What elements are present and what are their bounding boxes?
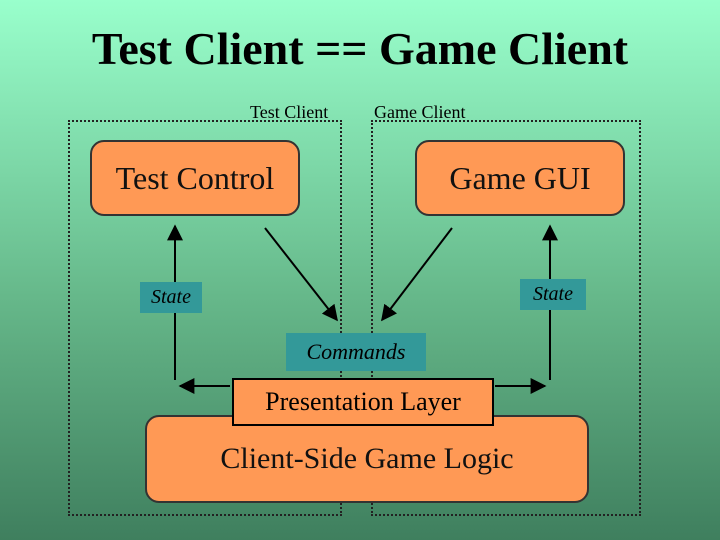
game-client-region-label: Game Client [374, 102, 466, 122]
commands-label: Commands [286, 333, 426, 371]
client-logic-box: Client-Side Game Logic [145, 415, 589, 503]
left-command-arrow [264, 227, 338, 322]
test-client-region [68, 120, 342, 516]
test-client-region-label: Test Client [250, 102, 329, 122]
slide-title: Test Client == Game Client [91, 23, 629, 74]
game-gui-box: Game GUI [415, 140, 625, 216]
right-command-arrow [381, 227, 453, 322]
state-label-right: State [520, 279, 586, 310]
presentation-layer-box: Presentation Layer [232, 378, 494, 426]
game-client-region [371, 120, 641, 516]
test-control-box: Test Control [90, 140, 300, 216]
state-label-left: State [140, 282, 202, 313]
